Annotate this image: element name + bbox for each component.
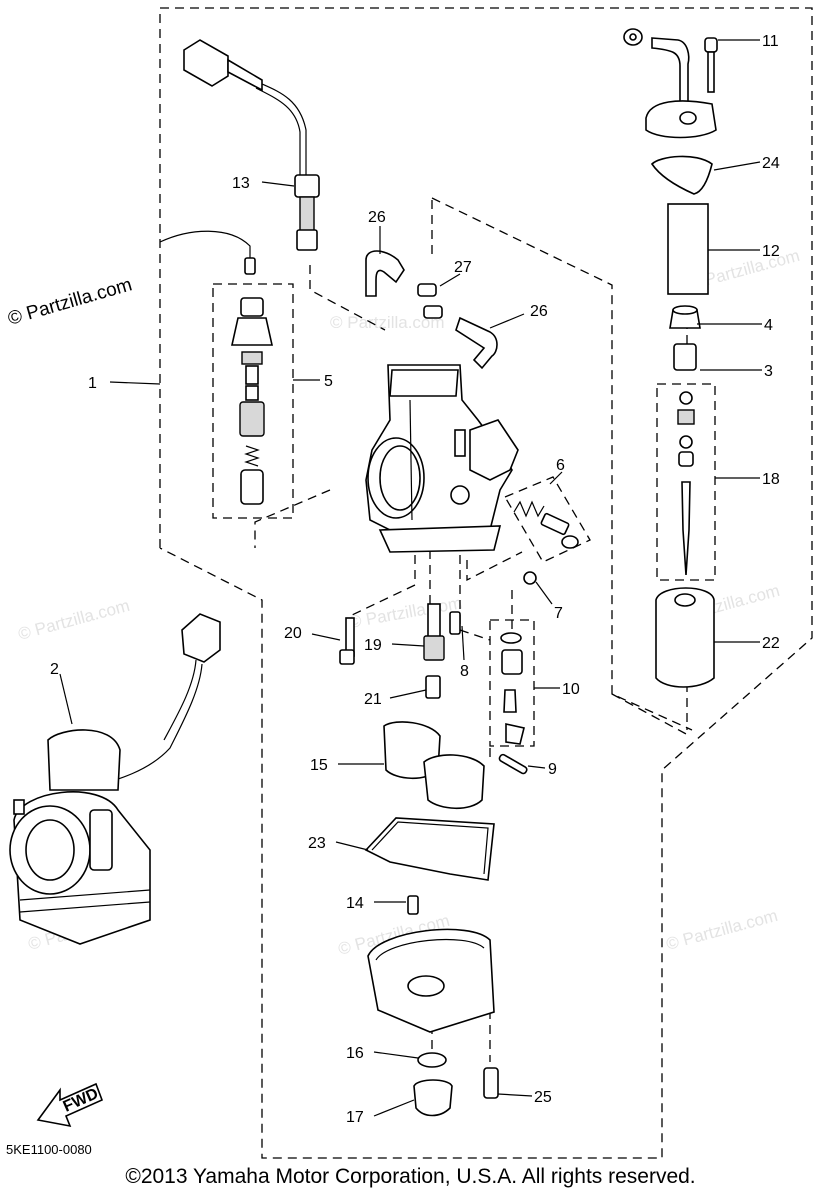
- vent-hoses: [365, 250, 498, 370]
- float-chamber-gasket: [364, 817, 495, 881]
- callout-26-upper: 26: [368, 209, 386, 226]
- callout-8: 8: [460, 663, 469, 680]
- callout-15: 15: [310, 757, 328, 774]
- callout-18: 18: [762, 471, 780, 488]
- lower-jets: [339, 571, 537, 775]
- carburetor-body: [365, 364, 519, 553]
- callout-26-lower: 26: [530, 303, 548, 320]
- callout-labels: 1 2 3 4 5 6 7 8 9 10 11 12 13 14 15 16 1…: [50, 33, 780, 1126]
- leader-lines: [59, 39, 762, 1117]
- callout-7: 7: [554, 605, 563, 622]
- float-chamber: [367, 895, 499, 1117]
- callout-17: 17: [346, 1109, 364, 1126]
- callout-11: 11: [762, 33, 779, 50]
- callout-4: 4: [764, 317, 773, 334]
- watermark-text: © Partzilla.com: [347, 593, 463, 632]
- assembled-carburetor-inset: [9, 613, 221, 945]
- copyright-footer: ©2013 Yamaha Motor Corporation, U.S.A. A…: [125, 1165, 696, 1188]
- forward-arrow-icon: FWD: [36, 1082, 104, 1128]
- air-screw: [513, 500, 579, 549]
- callout-14: 14: [346, 895, 364, 912]
- watermark-text: © Partzilla.com: [330, 313, 445, 332]
- callout-13: 13: [232, 175, 250, 192]
- callout-10: 10: [562, 681, 580, 698]
- callout-3: 3: [764, 363, 773, 380]
- callout-21: 21: [364, 691, 382, 708]
- callout-22: 22: [762, 635, 780, 652]
- callout-6: 6: [556, 457, 565, 474]
- fwd-label: FWD: [61, 1085, 101, 1115]
- gasket-inner: [371, 821, 489, 875]
- diagram-code: 5KE1100-0080: [6, 1142, 92, 1157]
- float-assembly: [383, 721, 485, 810]
- watermark-text: © Partzilla.com: [664, 906, 780, 954]
- throttle-slide-assembly: [623, 28, 718, 688]
- callout-27: 27: [454, 259, 472, 276]
- callout-19: 19: [364, 637, 382, 654]
- callout-20: 20: [284, 625, 302, 642]
- vent-hose: [159, 230, 251, 262]
- callout-5: 5: [324, 373, 333, 390]
- throttle-sensor-connector: [183, 39, 320, 251]
- hose-fitting: [244, 257, 256, 275]
- callout-23: 23: [308, 835, 326, 852]
- callout-9: 9: [548, 761, 557, 778]
- callout-24: 24: [762, 155, 780, 172]
- callout-12: 12: [762, 243, 780, 260]
- callout-25: 25: [534, 1089, 552, 1106]
- watermark-text: © Partzilla.com: [16, 596, 132, 644]
- jet-stack-assembly: [231, 297, 273, 505]
- parts-diagram: © Partzilla.com © Partzilla.com © Partzi…: [6, 7, 813, 1159]
- callout-16: 16: [346, 1045, 364, 1062]
- watermark-main: © Partzilla.com: [6, 274, 135, 329]
- callout-2: 2: [50, 661, 59, 678]
- callout-1: 1: [88, 375, 97, 392]
